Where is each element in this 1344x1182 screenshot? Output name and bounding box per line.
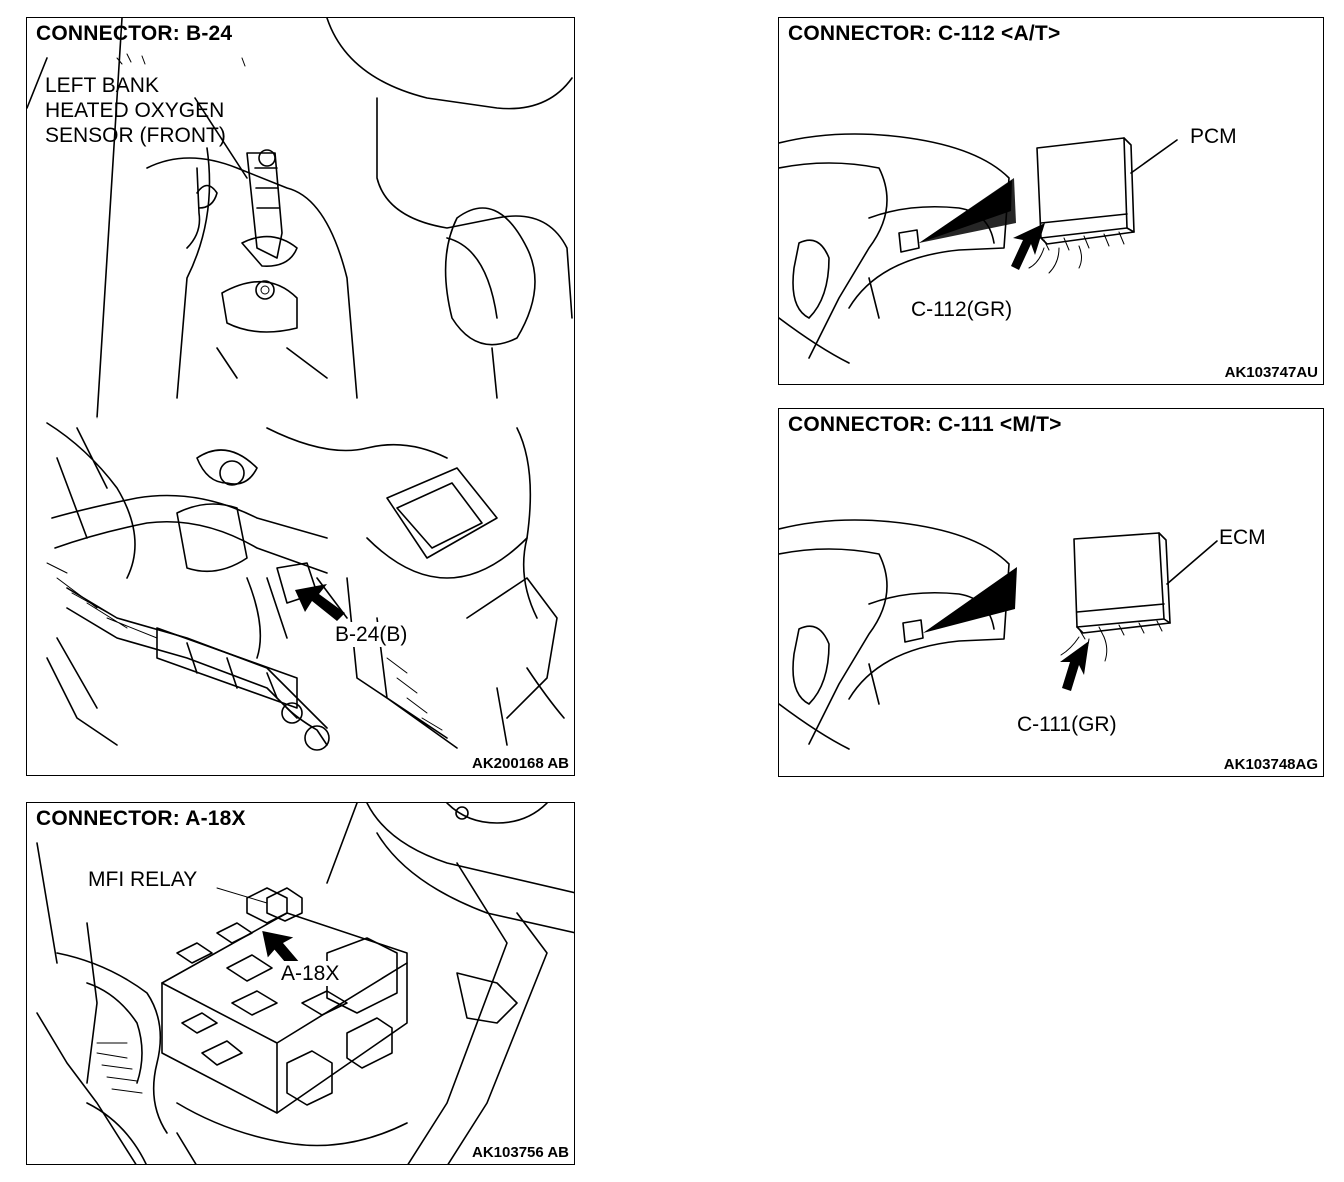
- panel-connector-c112: CONNECTOR: C-112 <A/T> PCM C-112(GR) AK1…: [778, 17, 1324, 385]
- c111-figure-code: AK103748AG: [1223, 756, 1318, 773]
- a18x-title: CONNECTOR: A-18X: [36, 807, 246, 830]
- b24-sensor-label-line2: HEATED OXYGEN: [45, 99, 225, 122]
- panel-connector-b24: CONNECTOR: B-24 LEFT BANK HEATED OXYGEN …: [26, 17, 575, 776]
- b24-figure-code: AK200168 AB: [472, 755, 569, 772]
- b24-sensor-label-line3: SENSOR (FRONT): [45, 124, 226, 147]
- c112-connector-label: C-112(GR): [910, 297, 1014, 322]
- b24-title: CONNECTOR: B-24: [36, 22, 233, 45]
- b24-connector-label: B-24(B): [334, 622, 409, 647]
- c112-pcm-drawing: [779, 133, 1178, 364]
- c111-module-label: ECM: [1219, 526, 1266, 549]
- c112-module-label: PCM: [1190, 125, 1237, 148]
- b24-sensor-label-line1: LEFT BANK: [45, 74, 159, 97]
- a18x-figure-code: AK103756 AB: [472, 1144, 569, 1161]
- c112-figure-code: AK103747AU: [1224, 364, 1318, 381]
- b24-engine-drawing: [27, 18, 573, 751]
- a18x-relay-label: MFI RELAY: [87, 867, 199, 892]
- a18x-connector-label: A-18X: [280, 961, 341, 986]
- c111-title: CONNECTOR: C-111 <M/T>: [788, 413, 1062, 436]
- c111-ecm-drawing: [779, 519, 1218, 750]
- c111-connector-label: C-111(GR): [1016, 712, 1118, 737]
- panel-connector-c111: CONNECTOR: C-111 <M/T> ECM C-111(GR) AK1…: [778, 408, 1324, 777]
- c112-title: CONNECTOR: C-112 <A/T>: [788, 22, 1061, 45]
- panel-connector-a18x: CONNECTOR: A-18X MFI RELAY A-18X AK10375…: [26, 802, 575, 1165]
